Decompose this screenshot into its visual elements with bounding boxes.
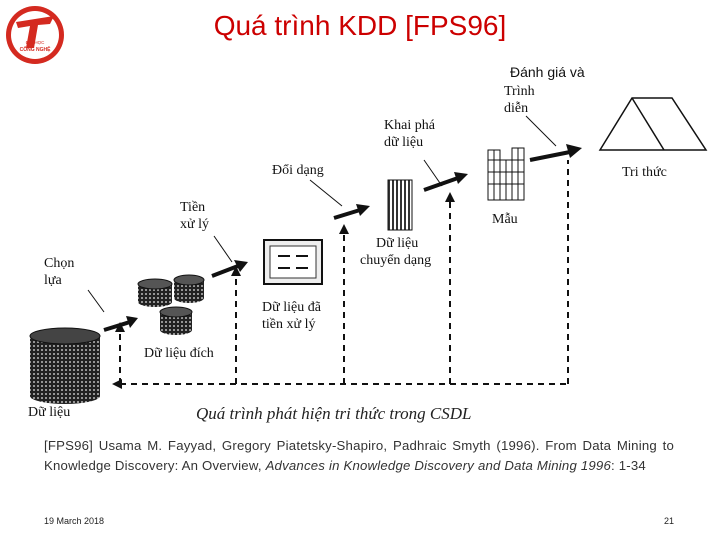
- forward-arrows: [103, 144, 582, 332]
- label-tien-xu-ly-1: Tiền: [180, 200, 206, 215]
- label-danh-gia: Đánh giá và: [510, 64, 585, 80]
- reference-italic: Advances in Knowledge Discovery and Data…: [265, 458, 611, 473]
- label-chon-lua-2: lựa: [44, 273, 62, 288]
- reference-text: [FPS96] Usama M. Fayyad, Gregory Piatets…: [44, 436, 674, 476]
- label-trinh-dien-1: Trình: [504, 84, 535, 99]
- feedback-loop: [119, 160, 569, 385]
- label-du-lieu-da-tien-xu-ly-1: Dữ liệu đã: [262, 300, 321, 315]
- label-khai-pha-1: Khai phá: [384, 118, 435, 133]
- feedback-arrowheads: [112, 192, 455, 389]
- label-du-lieu: Dữ liệu: [28, 405, 71, 420]
- knowledge-prism-icon: [598, 97, 708, 151]
- label-du-lieu-dich: Dữ liệu đích: [144, 346, 214, 361]
- label-tri-thuc: Tri thức: [622, 165, 667, 180]
- preprocessed-data-screen-icon: [263, 239, 323, 285]
- label-pointers: [87, 115, 557, 313]
- label-du-lieu-chuyen-dang-2: chuyển dạng: [360, 253, 432, 268]
- label-trinh-dien-2: diễn: [504, 101, 529, 116]
- slide-title: Quá trình KDD [FPS96]: [213, 10, 507, 41]
- label-doi-dang: Đổi dạng: [272, 163, 324, 178]
- logo-bottom-text: CÔNG NGHỆ: [20, 45, 52, 53]
- school-logo-icon: ĐẠI HỌC CÔNG NGHỆ: [6, 6, 64, 64]
- reference-plain: [FPS96] Usama M. Fayyad, Gregory Piatets…: [44, 438, 674, 473]
- label-mau: Mẫu: [492, 212, 518, 227]
- target-data-cylinders-icon: [137, 274, 205, 335]
- patterns-chart-icon: [487, 147, 525, 201]
- label-du-lieu-chuyen-dang-1: Dữ liệu: [376, 236, 419, 251]
- reference-tail: : 1-34: [610, 458, 646, 473]
- slide-date: 19 March 2018: [44, 516, 105, 526]
- transformed-data-stripes-icon: [387, 179, 413, 231]
- label-chon-lua-1: Chọn: [44, 256, 75, 271]
- label-du-lieu-da-tien-xu-ly-2: tiền xử lý: [262, 317, 316, 332]
- label-tien-xu-ly-2: xử lý: [180, 217, 209, 232]
- page-number: 21: [664, 516, 675, 526]
- database-cylinder-icon: [29, 327, 101, 404]
- diagram-caption: Quá trình phát hiện tri thức trong CSDL: [196, 404, 472, 423]
- label-khai-pha-2: dữ liệu: [384, 135, 424, 150]
- logo-top-text: ĐẠI HỌC: [26, 40, 46, 45]
